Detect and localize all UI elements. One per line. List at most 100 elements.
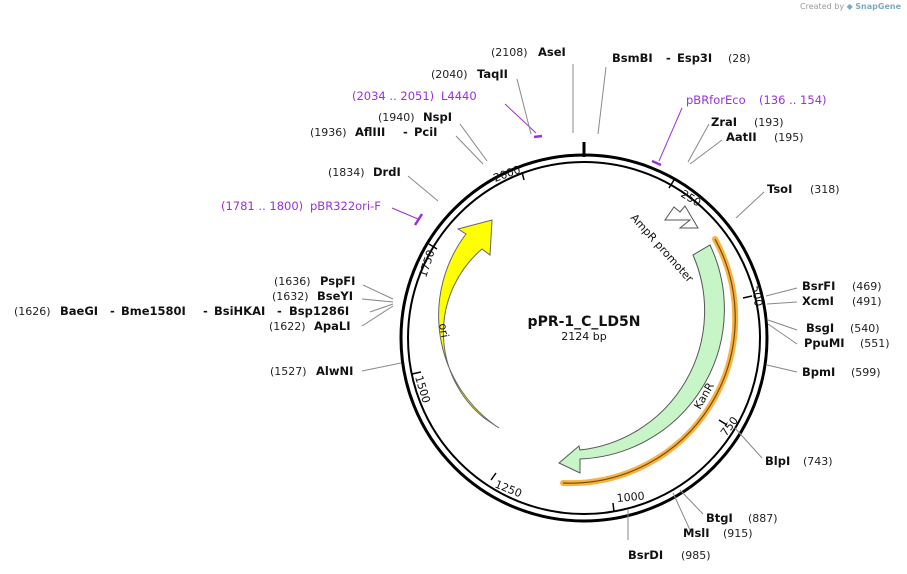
site-pos-nspi: (1940) xyxy=(378,111,415,124)
site-pos-alwni: (1527) xyxy=(270,365,307,378)
site-name-pspfi: PspFI xyxy=(320,274,355,288)
tick-mark-1000 xyxy=(612,502,615,513)
site-alt-esp3i: Esp3I xyxy=(677,51,712,65)
leader-btgi xyxy=(679,489,704,515)
tick-label-1000: 1000 xyxy=(616,490,645,505)
leader-afliii xyxy=(455,135,484,165)
primer-leader-pbrforeco xyxy=(658,107,683,162)
site-pos-drdi: (1834) xyxy=(328,166,365,179)
site-name-tsoi: TsoI xyxy=(767,182,792,196)
leader-msli xyxy=(672,492,691,531)
site-pos-btgi: (887) xyxy=(748,512,778,525)
tick-mark-500 xyxy=(742,295,753,299)
site-name-afliii: AflIII xyxy=(355,125,385,139)
site-pos-bsmbi: (28) xyxy=(728,52,751,65)
site-alt-bsp1286i: Bsp1286I xyxy=(289,304,349,318)
site-name-xcmi: XcmI xyxy=(802,294,834,308)
snapgene-logo-icon: ◆ xyxy=(846,2,853,11)
plasmid-name: pPR-1_C_LD5N xyxy=(528,314,641,330)
site-name-nspi: NspI xyxy=(423,110,452,124)
tick-mark-750 xyxy=(718,419,728,426)
tick-mark-250 xyxy=(668,179,675,189)
site-pos-pspfi: (1636) xyxy=(274,275,311,288)
primer-range-pbr322ori: (1781 .. 1800) xyxy=(221,199,303,213)
site-name-msli: MslI xyxy=(683,526,710,540)
site-alt-pcii: PciI xyxy=(414,125,437,139)
site-sep-afliii: - xyxy=(403,125,408,139)
site-name-bpmi: BpmI xyxy=(802,365,835,379)
site-pos-bsgi: (540) xyxy=(850,322,880,335)
primer-name-pbr322ori: pBR322ori-F xyxy=(310,199,381,213)
site-pos-bsrfi: (469) xyxy=(852,280,882,293)
leader-zrai xyxy=(687,123,710,163)
primer-leader-pbr322ori xyxy=(391,207,419,220)
leader-apali xyxy=(361,305,394,327)
leader-baegi xyxy=(369,303,394,313)
tick-label-1750: 1750 xyxy=(416,248,437,279)
site-name-bsgi: BsgI xyxy=(806,321,834,335)
site-name-alwni: AlwNI xyxy=(316,364,353,378)
site-name-bsrfi: BsrFI xyxy=(802,279,835,293)
site-pos-tsoi: (318) xyxy=(810,183,840,196)
site-name-baegi: BaeGI xyxy=(60,304,98,318)
site-pos-bseyi: (1632) xyxy=(272,290,309,303)
site-alt-bsihkai: BsiHKAI xyxy=(214,304,265,318)
site-alt-bme1580i: Bme1580I xyxy=(121,304,186,318)
site-name-drdi: DrdI xyxy=(373,165,401,179)
site-name-blpi: BlpI xyxy=(765,454,790,468)
site-name-apali: ApaLI xyxy=(314,319,351,333)
primer-name-l4440: L4440 xyxy=(441,89,477,103)
tick-label-2000: 2000 xyxy=(492,163,523,185)
site-pos-taqii: (2040) xyxy=(431,68,468,81)
primer-marker-pbrforeco xyxy=(651,159,662,167)
ori-feature-label: ori xyxy=(436,322,451,338)
ampr-promoter-label: AmpR promoter xyxy=(628,211,696,285)
site-pos-aseI: (2108) xyxy=(491,46,528,59)
site-sep-baegi-2: - xyxy=(203,304,208,318)
site-name-btgi: BtgI xyxy=(706,511,733,525)
leader-bpmi xyxy=(766,364,798,373)
site-sep-bsmbi: - xyxy=(666,51,671,65)
site-pos-afliii: (1936) xyxy=(310,126,347,139)
credit-prefix: Created by xyxy=(800,2,845,11)
leader-xcmi xyxy=(766,301,798,305)
leader-nspi xyxy=(459,123,488,162)
leader-tsoi xyxy=(735,191,765,219)
site-pos-msli: (915) xyxy=(723,527,753,540)
site-pos-aatii: (195) xyxy=(774,131,804,144)
leader-aatii xyxy=(689,139,723,165)
kanr-feature-arrow xyxy=(558,244,725,474)
leader-alwni xyxy=(361,362,402,372)
tick-marks xyxy=(411,171,753,513)
leader-drdi xyxy=(407,175,439,202)
tick-mark-1500 xyxy=(411,371,422,375)
credit-brand: SnapGene xyxy=(855,2,901,11)
leader-bsrfi xyxy=(765,287,798,297)
site-pos-bpmi: (599) xyxy=(851,366,881,379)
leader-bsmbi xyxy=(597,66,607,135)
site-pos-ppumi: (551) xyxy=(860,337,890,350)
tick-mark-1750 xyxy=(428,243,438,250)
site-sep-baegi-3: - xyxy=(277,304,282,318)
primer-leader-l4440 xyxy=(504,103,537,134)
site-pos-xcmi: (491) xyxy=(852,295,882,308)
site-name-zrai: ZraI xyxy=(711,115,737,129)
leader-blpi xyxy=(733,426,763,459)
kanr-highlight-line xyxy=(562,238,736,484)
site-pos-baegi: (1626) xyxy=(14,305,51,318)
site-name-bseyi: BseYI xyxy=(317,289,353,303)
backbone-inner-ring xyxy=(407,161,761,515)
primer-marker-pbr322ori xyxy=(413,213,424,226)
leader-bsgi xyxy=(767,319,798,331)
site-pos-apali: (1622) xyxy=(269,320,306,333)
site-pos-zrai: (193) xyxy=(754,116,784,129)
plasmid-length: 2124 bp xyxy=(561,330,606,343)
leader-bseyi xyxy=(361,298,394,303)
site-sep-baegi-1: - xyxy=(110,304,115,318)
tick-label-500: 500 xyxy=(749,285,765,308)
primer-range-l4440: (2034 .. 2051) xyxy=(352,89,434,103)
ampr-promoter-arrow xyxy=(664,205,699,229)
site-pos-bsrdi: (985) xyxy=(681,549,711,562)
tick-mark-2000 xyxy=(521,171,525,181)
